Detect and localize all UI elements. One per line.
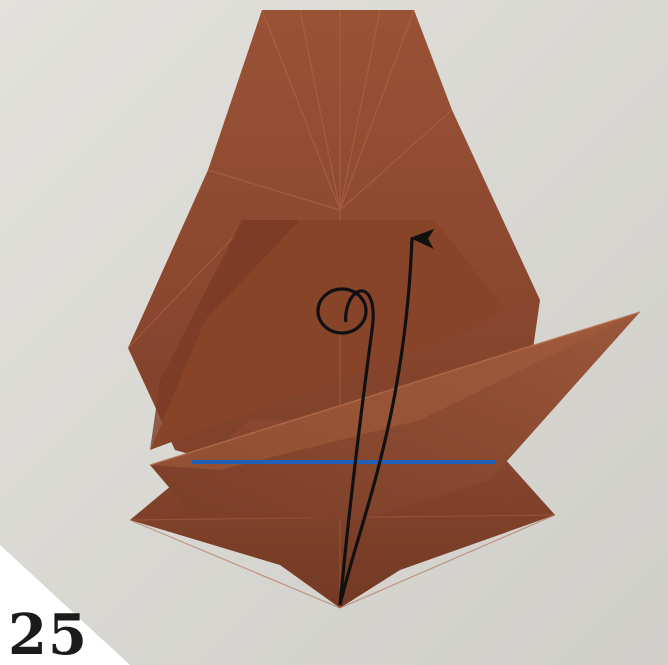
step-number: 25 [8,607,88,663]
